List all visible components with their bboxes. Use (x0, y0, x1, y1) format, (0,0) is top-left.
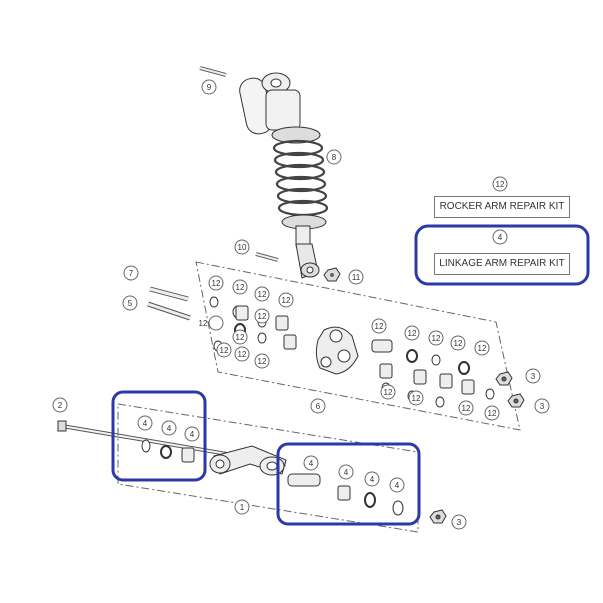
panel-b-callout: 12 (474, 340, 490, 356)
svg-text:12: 12 (432, 334, 441, 343)
svg-text:12: 12 (258, 312, 267, 321)
panel-right4-callout: 4 (364, 471, 380, 487)
callout-3b-text: 3 (540, 402, 545, 411)
panel-a-callout: 12 (232, 279, 248, 295)
svg-text:4: 4 (167, 424, 172, 433)
linkage-left-parts (141, 439, 195, 463)
panel-a-callout: 12 (199, 315, 224, 331)
svg-text:4: 4 (395, 481, 400, 490)
callout-1-text: 1 (240, 503, 245, 512)
shock-absorber (199, 66, 329, 279)
svg-text:4: 4 (344, 468, 349, 477)
svg-text:4: 4 (309, 459, 314, 468)
panel-b-callout: 12 (428, 330, 444, 346)
panel-a-callout: 12 (232, 329, 248, 345)
svg-text:12: 12 (236, 283, 245, 292)
svg-text:4: 4 (143, 419, 148, 428)
panel-right4-callout: 4 (303, 455, 319, 471)
panel-b-callout: 12 (484, 405, 500, 421)
panel-right4-callout: 4 (389, 477, 405, 493)
callout-5: 5 (122, 295, 138, 311)
svg-text:12: 12 (496, 180, 505, 189)
svg-text:12: 12 (258, 357, 267, 366)
svg-text:12: 12 (454, 339, 463, 348)
rocker-arm-parts-panel (195, 261, 521, 431)
callout-3a: 3 (525, 368, 541, 384)
rocker-kit-ref: 12 (492, 176, 508, 192)
callout-2: 2 (52, 397, 68, 413)
svg-text:12: 12 (199, 319, 208, 328)
linkage-arm-repair-kit-label: LINKAGE ARM REPAIR KIT (434, 253, 570, 275)
callout-6: 6 (310, 398, 326, 414)
svg-text:12: 12 (258, 290, 267, 299)
svg-text:12: 12 (384, 388, 393, 397)
svg-text:12: 12 (408, 329, 417, 338)
callout-7: 7 (123, 265, 139, 281)
svg-text:12: 12 (412, 394, 421, 403)
panel-left4-callout: 4 (184, 426, 200, 442)
panel-b-callout: 12 (450, 335, 466, 351)
callout-10: 10 (234, 239, 250, 255)
svg-text:4: 4 (498, 233, 503, 242)
highlight-outlines (111, 224, 590, 526)
panel-a-callout: 12 (208, 275, 224, 291)
svg-text:4: 4 (370, 475, 375, 484)
panel-a-callout: 12 (216, 342, 232, 358)
callout-3b: 3 (534, 398, 550, 414)
svg-text:12: 12 (238, 350, 247, 359)
callout-3c: 3 (451, 514, 467, 530)
panel-a-callout: 12 (254, 308, 270, 324)
panel-a-callout: 12 (278, 292, 294, 308)
svg-text:12: 12 (236, 333, 245, 342)
callout-3a-text: 3 (531, 372, 536, 381)
svg-text:4: 4 (190, 430, 195, 439)
panel-a-callout: 12 (234, 346, 250, 362)
callout-2-text: 2 (58, 401, 63, 410)
panel-b-callout: 12 (371, 318, 387, 334)
svg-text:12: 12 (282, 296, 291, 305)
callout-1: 1 (234, 499, 250, 515)
linkage-right-parts (287, 473, 404, 516)
linkage-kit-ref: 4 (492, 229, 508, 245)
callout-8: 8 (326, 149, 342, 165)
callout-7-text: 7 (129, 269, 134, 278)
svg-text:12: 12 (478, 344, 487, 353)
callout-11: 11 (348, 269, 364, 285)
panel-a-callout: 12 (254, 286, 270, 302)
callout-10-text: 10 (238, 243, 247, 252)
panel-right4-callout: 4 (338, 464, 354, 480)
linkage-arm (209, 445, 287, 476)
callout-9-text: 9 (207, 83, 212, 92)
rocker-arm-repair-kit-label: ROCKER ARM REPAIR KIT (434, 196, 570, 218)
panel-b-callout: 12 (458, 400, 474, 416)
highlight-linkage-right-parts (276, 442, 421, 526)
bolt-10 (255, 252, 279, 262)
callout-3c-text: 3 (457, 518, 462, 527)
callout-11-text: 11 (352, 273, 361, 282)
panel-left4-callout: 4 (161, 420, 177, 436)
panel-b-callout: 12 (408, 390, 424, 406)
nut-11 (323, 267, 341, 282)
callout-5-text: 5 (128, 299, 133, 308)
bolts-7-5 (147, 286, 191, 321)
callout-markers: 9 8 10 11 7 5 6 3 3 3 2 1 12 12 12 (52, 79, 550, 530)
svg-text:12: 12 (488, 409, 497, 418)
nuts-3 (429, 371, 525, 524)
highlight-linkage-left-parts (111, 390, 207, 482)
callout-9: 9 (201, 79, 217, 95)
panel-left4-callout: 4 (137, 415, 153, 431)
svg-text:12: 12 (375, 322, 384, 331)
panel-b-callout: 12 (404, 325, 420, 341)
callout-6-text: 6 (316, 402, 321, 411)
highlight-linkage-kit-label (414, 224, 590, 286)
panel-a-callout: 12 (254, 353, 270, 369)
rocker-arm (315, 326, 359, 375)
panel-b-callout: 12 (380, 384, 396, 400)
svg-text:12: 12 (212, 279, 221, 288)
callout-8-text: 8 (332, 153, 337, 162)
svg-text:12: 12 (220, 346, 229, 355)
svg-text:12: 12 (462, 404, 471, 413)
